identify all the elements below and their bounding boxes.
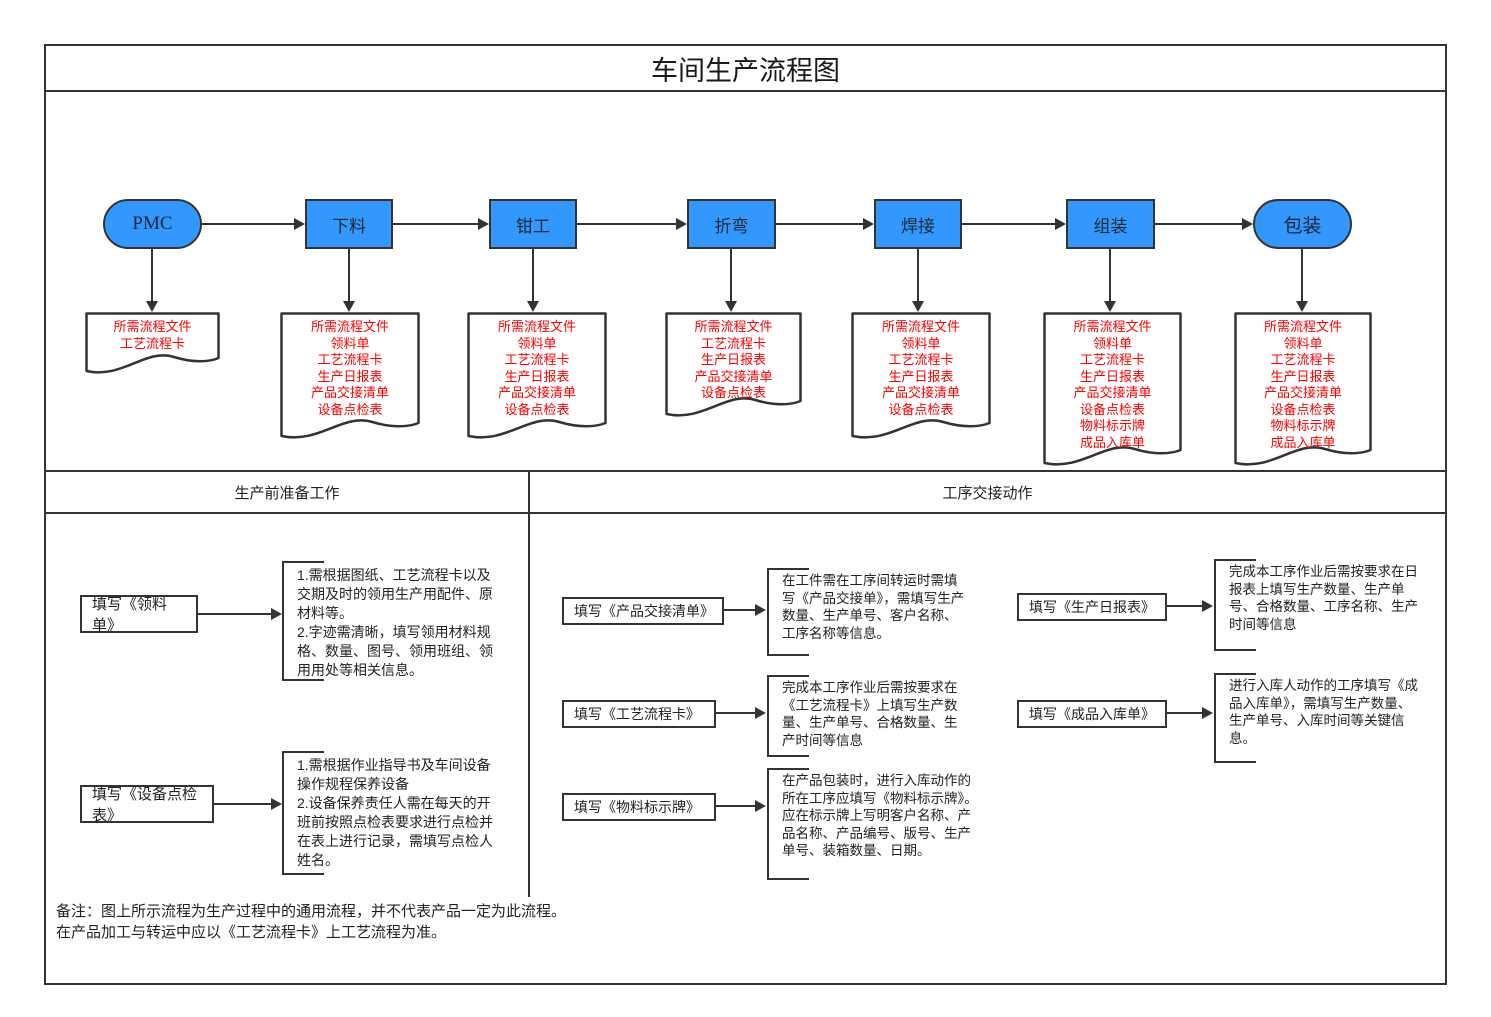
prep-panel: 填写《领料单》 1.需根据图纸、工艺流程卡以及交期及时的领用生产用配件、原材料等… xyxy=(46,514,530,897)
document-shape-fitter: 所需流程文件 领料单 工艺流程卡 生产日报表 产品交接清单 设备点检表 xyxy=(467,312,607,442)
document-shape-bending: 所需流程文件 工艺流程卡 生产日报表 产品交接清单 设备点检表 xyxy=(665,312,802,420)
prep-desc-material-request: 1.需根据图纸、工艺流程卡以及交期及时的领用生产用配件、原材料等。 2.字迹需清… xyxy=(282,561,500,681)
document-shape-pmc: 所需流程文件 工艺流程卡 xyxy=(85,312,220,377)
fill-box-label: 填写《生产日报表》 xyxy=(1029,599,1155,615)
handover-desc-transfer-list: 在工件需在工序间转运时需填写《产品交接单》，需填写生产数量、生产单号、客户名称、… xyxy=(767,568,967,656)
flow-node-packaging: 包装 xyxy=(1253,199,1352,249)
handover-desc-process-card: 完成本工序作业后需按要求在《工艺流程卡》上填写生产数量、生产单号、合格数量、生产… xyxy=(767,675,965,757)
prep-box-equipment-check: 填写《设备点检表》 xyxy=(80,785,214,824)
link-arrow xyxy=(1167,600,1213,612)
flow-node-cutting: 下料 xyxy=(305,199,393,249)
document-list: 所需流程文件 领料单 工艺流程卡 生产日报表 产品交接清单 设备点检表 物料标示… xyxy=(1263,319,1342,450)
flow-node-label: 钳工 xyxy=(516,216,550,236)
connector-arrow xyxy=(202,218,305,230)
flow-node-label: 焊接 xyxy=(901,216,935,236)
connector-arrow-down xyxy=(912,249,924,312)
flow-node-fitter: 钳工 xyxy=(489,199,577,249)
connector-arrow-down xyxy=(527,249,539,312)
diagram-frame: 车间生产流程图 PMC 下料 钳工 折弯 焊接 组装 包装 xyxy=(44,44,1447,985)
document-shape-assembly: 所需流程文件 领料单 工艺流程卡 生产日报表 产品交接清单 设备点检表 物料标示… xyxy=(1043,312,1182,469)
notes-section: 备注：图上所示流程为生产过程中的通用流程，并不代表产品一定为此流程。 在产品加工… xyxy=(56,903,567,941)
fill-box-label: 填写《物料标示牌》 xyxy=(574,799,700,815)
handover-desc-warehouse-entry: 进行入库人动作的工序填写《成品入库单》，需填写生产数量、生产单号、入库时间等关键… xyxy=(1214,673,1422,763)
handover-box-transfer-list: 填写《产品交接清单》 xyxy=(562,597,724,625)
section-header-label: 生产前准备工作 xyxy=(234,484,340,502)
link-arrow xyxy=(214,798,282,810)
document-list: 所需流程文件 领料单 工艺流程卡 生产日报表 产品交接清单 设备点检表 物料标示… xyxy=(1073,319,1152,450)
section-body-row: 填写《领料单》 1.需根据图纸、工艺流程卡以及交期及时的领用生产用配件、原材料等… xyxy=(46,514,1445,897)
link-arrow xyxy=(198,608,282,620)
process-flow-area: PMC 下料 钳工 折弯 焊接 组装 包装 所需流程文件 工艺流程卡 xyxy=(46,92,1445,472)
flow-node-assembly: 组装 xyxy=(1066,199,1155,249)
fill-box-label: 填写《成品入库单》 xyxy=(1029,706,1155,722)
handover-box-process-card: 填写《工艺流程卡》 xyxy=(562,700,716,728)
prep-desc-equipment-check: 1.需根据作业指导书及车间设备操作规程保养设备 2.设备保养责任人需在每天的开班… xyxy=(282,751,500,875)
connector-arrow-down xyxy=(343,249,355,312)
flow-node-welding: 焊接 xyxy=(874,199,962,249)
flow-node-label: 折弯 xyxy=(714,216,749,236)
document-list: 所需流程文件 工艺流程卡 生产日报表 产品交接清单 设备点检表 xyxy=(694,319,773,400)
section-header-prep: 生产前准备工作 xyxy=(46,472,530,512)
link-arrow xyxy=(716,800,766,812)
link-arrow xyxy=(716,707,766,719)
flow-node-label: 包装 xyxy=(1283,215,1322,237)
page-title: 车间生产流程图 xyxy=(651,55,840,86)
connector-arrow-down xyxy=(1296,249,1308,312)
fill-box-label: 填写《设备点检表》 xyxy=(92,786,198,824)
document-shape-welding: 所需流程文件 领料单 工艺流程卡 生产日报表 产品交接清单 设备点检表 xyxy=(851,312,991,442)
document-shape-packaging: 所需流程文件 领料单 工艺流程卡 生产日报表 产品交接清单 设备点检表 物料标示… xyxy=(1234,312,1372,469)
document-list: 所需流程文件 领料单 工艺流程卡 生产日报表 产品交接清单 设备点检表 xyxy=(497,319,576,417)
fill-box-label: 填写《工艺流程卡》 xyxy=(574,706,700,722)
flow-node-label: 下料 xyxy=(332,216,366,236)
document-list: 所需流程文件 工艺流程卡 xyxy=(113,319,192,351)
handover-box-material-sign: 填写《物料标示牌》 xyxy=(562,793,716,821)
flow-node-label: 组装 xyxy=(1093,216,1128,236)
document-list: 所需流程文件 领料单 工艺流程卡 生产日报表 产品交接清单 设备点检表 xyxy=(881,319,960,417)
title-bar: 车间生产流程图 xyxy=(46,46,1445,92)
connector-arrow xyxy=(1155,218,1253,230)
section-header-label: 工序交接动作 xyxy=(942,484,1033,502)
flow-node-pmc: PMC xyxy=(103,199,202,249)
document-list: 所需流程文件 领料单 工艺流程卡 生产日报表 产品交接清单 设备点检表 xyxy=(310,319,389,417)
section-header-row: 生产前准备工作 工序交接动作 xyxy=(46,472,1445,514)
handover-box-daily-report: 填写《生产日报表》 xyxy=(1017,593,1167,621)
link-arrow xyxy=(724,604,766,616)
handover-box-warehouse-entry: 填写《成品入库单》 xyxy=(1017,700,1167,728)
connector-arrow xyxy=(962,218,1066,230)
prep-box-material-request: 填写《领料单》 xyxy=(80,595,198,634)
connector-arrow xyxy=(577,218,687,230)
fill-box-label: 填写《领料单》 xyxy=(92,596,168,634)
connector-arrow-down xyxy=(725,249,737,312)
fill-box-label: 填写《产品交接清单》 xyxy=(574,603,714,619)
handover-desc-daily-report: 完成本工序作业后需按要求在日报表上填写生产数量、生产单号、合格数量、工序名称、生… xyxy=(1214,559,1422,651)
document-shape-cutting: 所需流程文件 领料单 工艺流程卡 生产日报表 产品交接清单 设备点检表 xyxy=(280,312,420,442)
connector-arrow-down xyxy=(146,249,158,312)
connector-arrow xyxy=(393,218,489,230)
link-arrow xyxy=(1167,707,1213,719)
connector-arrow-down xyxy=(1104,249,1116,312)
section-header-handover: 工序交接动作 xyxy=(530,472,1445,512)
connector-arrow xyxy=(776,218,874,230)
handover-desc-material-sign: 在产品包装时，进行入库动作的所在工序应填写《物料标示牌》。应在标示牌上写明客户名… xyxy=(767,768,981,880)
handover-panel: 填写《产品交接清单》 在工件需在工序间转运时需填写《产品交接单》，需填写生产数量… xyxy=(530,514,1445,897)
flow-node-label: PMC xyxy=(132,213,173,234)
flow-node-bending: 折弯 xyxy=(687,199,776,249)
